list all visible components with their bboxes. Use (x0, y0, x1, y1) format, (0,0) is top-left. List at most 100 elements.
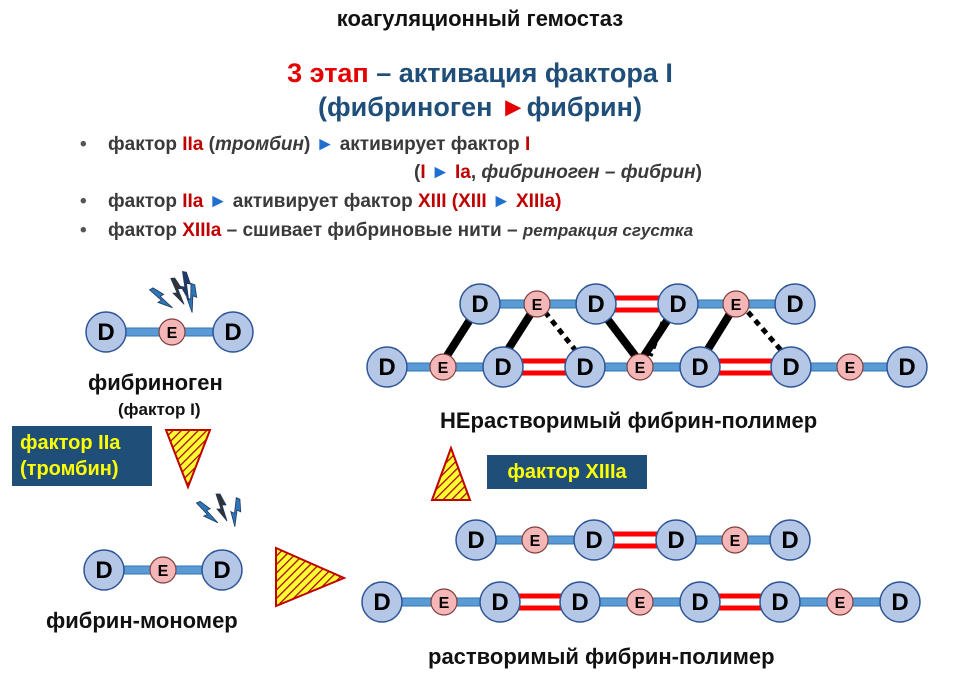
soluble-polymer-label: растворимый фибрин-полимер (428, 644, 775, 669)
d-domain (655, 519, 697, 561)
d-domain (559, 581, 601, 623)
fibrin-monomer-label: фибрин-мономер (46, 608, 238, 633)
d-domain (85, 311, 127, 353)
right-arrow-icon (275, 546, 347, 608)
d-domain-label: D (494, 354, 511, 381)
d-domain-label: D (782, 354, 799, 381)
bond-dotted (746, 310, 788, 358)
lightning-icon (195, 500, 219, 524)
d-domain-label: D (786, 291, 803, 318)
d-domain-label: D (373, 589, 390, 616)
e-domain-label: E (635, 595, 646, 612)
d-domain (482, 346, 524, 388)
lightning-icon (148, 287, 173, 309)
e-domain (429, 353, 457, 381)
arrow-icon: ► (499, 92, 527, 122)
d-domain-label: D (891, 589, 908, 616)
e-domain-label: E (532, 297, 543, 314)
e-domain (722, 290, 750, 318)
d-domain (201, 549, 243, 591)
d-domain-label: D (467, 527, 484, 554)
d-domain-label: D (669, 291, 686, 318)
e-domain (826, 588, 854, 616)
lightning-icon (230, 497, 242, 527)
e-domain (626, 588, 654, 616)
bullet-1: •фактор IIa (тромбин) ► активирует факто… (80, 134, 531, 155)
e-domain-label: E (530, 533, 541, 550)
d-domain-label: D (97, 319, 114, 346)
bullet-3: •фактор XIIIa – сшивает фибриновые нити … (80, 220, 694, 241)
factor-i-label: (фактор I) (118, 400, 201, 419)
d-domain (459, 283, 501, 325)
e-domain-label: E (635, 360, 646, 377)
e-domain (430, 588, 458, 616)
d-domain-label: D (691, 589, 708, 616)
d-domain-label: D (691, 354, 708, 381)
e-domain (158, 318, 186, 346)
d-domain (83, 549, 125, 591)
d-domain (479, 581, 521, 623)
d-domain (679, 581, 721, 623)
fibrinogen-label: фибриноген (88, 370, 223, 395)
lightning-icon (215, 493, 228, 522)
d-domain-label: D (224, 319, 241, 346)
factor-iia-box: фактор IIa(тромбин) (12, 426, 152, 486)
d-domain-label: D (471, 291, 488, 318)
bullet-2: •фактор IIa ► активирует фактор XIII (XI… (80, 191, 562, 212)
down-arrow-icon (164, 429, 212, 490)
d-domain-label: D (213, 557, 230, 584)
d-domain (455, 519, 497, 561)
up-arrow-icon (430, 445, 472, 501)
bond-dotted (543, 310, 582, 358)
insoluble-polymer-label: НЕрастворимый фибрин-полимер (440, 408, 818, 433)
lightning-icon (180, 271, 192, 301)
d-domain (212, 311, 254, 353)
factor-xiiia-box: фактор XIIIa (487, 455, 647, 489)
d-domain (879, 581, 921, 623)
e-domain-label: E (158, 563, 169, 580)
d-domain (573, 519, 615, 561)
d-domain-label: D (571, 589, 588, 616)
e-domain-label: E (835, 595, 846, 612)
bond-dotted (647, 311, 670, 357)
stage-subtitle: (фибриноген ►фибрин) (318, 92, 642, 122)
e-domain (523, 290, 551, 318)
d-domain-label: D (667, 527, 684, 554)
e-domain (149, 556, 177, 584)
d-domain-label: D (771, 589, 788, 616)
d-domain (770, 346, 812, 388)
d-domain (361, 581, 403, 623)
bullet-1-cont: (I ► Ia, фибриноген – фибрин) (414, 162, 702, 183)
d-domain (575, 283, 617, 325)
page-title: коагуляционный гемостаз (336, 6, 624, 31)
e-domain-label: E (731, 297, 742, 314)
e-domain-label: E (845, 360, 856, 377)
d-domain (769, 519, 811, 561)
d-domain-label: D (576, 354, 593, 381)
e-domain (721, 526, 749, 554)
stage-title: 3 этап – активация фактора I (0, 58, 960, 89)
e-domain-label: E (438, 360, 449, 377)
stage-number: 3 этап (287, 58, 369, 88)
lightning-icon (186, 282, 198, 313)
e-domain (626, 353, 654, 381)
d-domain (759, 581, 801, 623)
d-domain-label: D (585, 527, 602, 554)
d-domain-label: D (587, 291, 604, 318)
d-domain (366, 346, 408, 388)
d-domain-label: D (781, 527, 798, 554)
d-domain-label: D (378, 354, 395, 381)
e-domain-label: E (439, 595, 450, 612)
d-domain-label: D (95, 557, 112, 584)
d-domain-label: D (898, 354, 915, 381)
stage-text: – активация фактора I (368, 58, 673, 88)
d-domain (774, 283, 816, 325)
e-domain (836, 353, 864, 381)
d-domain (657, 283, 699, 325)
e-domain-label: E (730, 533, 741, 550)
d-domain (679, 346, 721, 388)
e-domain-label: E (167, 325, 178, 342)
lightning-icon (170, 277, 185, 305)
d-domain (564, 346, 606, 388)
